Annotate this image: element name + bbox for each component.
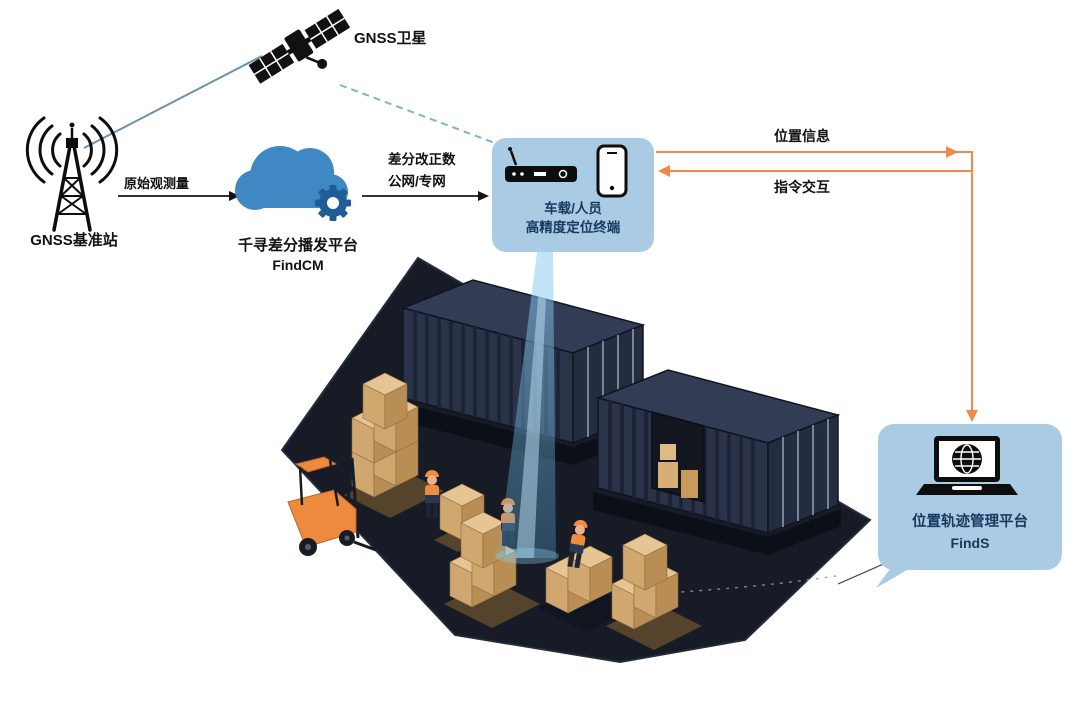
pallet-stack-a — [344, 372, 444, 518]
cloud-platform-product-label: FindCM — [272, 257, 324, 273]
cloud-platform-label: 千寻差分播发平台 — [237, 237, 358, 254]
router-icon — [505, 147, 577, 182]
pallet-stack-c — [606, 533, 702, 650]
terminal-label-line1: 车载/人员 — [544, 201, 602, 216]
arrow-command — [658, 165, 972, 177]
raw-observation-label: 原始观测量 — [124, 176, 190, 191]
correction-label-line2: 公网/专网 — [388, 174, 446, 189]
management-platform-panel — [876, 424, 1062, 588]
arrow-position-info — [656, 146, 978, 422]
satellite-label: GNSS卫星 — [354, 30, 427, 47]
link-satellite-to-terminal — [339, 84, 504, 147]
platform-scene-connector — [837, 561, 889, 585]
management-platform-label: 位置轨迹管理平台 — [912, 514, 1028, 530]
pallet-stack-b — [444, 511, 540, 628]
forklift — [287, 456, 377, 556]
positioning-beam — [495, 252, 559, 564]
satellite-icon — [248, 8, 351, 84]
cloud-gear-icon — [235, 146, 351, 221]
correction-label-line1: 差分改正数 — [388, 152, 456, 167]
smartphone-icon — [596, 144, 628, 198]
terminal-label-line2: 高精度定位终端 — [525, 220, 621, 235]
arrow-raw-observation — [118, 191, 240, 201]
base-station-label: GNSS基准站 — [30, 232, 118, 249]
position-info-label: 位置信息 — [774, 128, 830, 144]
arrow-correction — [362, 191, 489, 201]
container-open-door — [651, 411, 705, 503]
command-label: 指令交互 — [774, 179, 830, 195]
laptop-globe-icon — [916, 436, 1018, 495]
link-base-to-satellite — [83, 55, 263, 149]
container-left — [398, 279, 646, 465]
container-right — [593, 369, 841, 555]
radio-tower-icon — [25, 116, 119, 232]
management-platform-product-label: FindS — [950, 535, 990, 551]
gear-icon — [315, 185, 351, 221]
terminal-panel — [492, 138, 654, 252]
warehouse-scene — [280, 256, 872, 664]
